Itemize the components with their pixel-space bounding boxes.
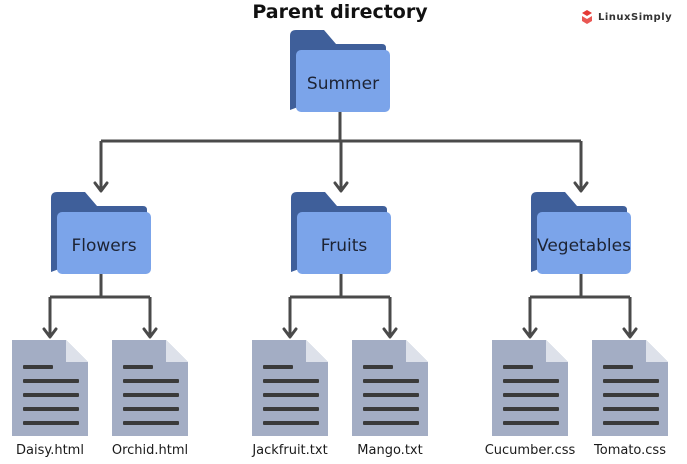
folder-icon [291, 192, 391, 274]
file-item[interactable]: Orchid.html [112, 340, 188, 458]
logo-text: LinuxSimply [598, 11, 673, 23]
file-icon [112, 340, 188, 436]
folder-label: Fruits [321, 236, 368, 256]
arrow-head [382, 327, 398, 339]
folder-vegetables[interactable]: Vegetables [531, 192, 631, 274]
connectors [42, 112, 638, 339]
brand-logo: LinuxSimply [580, 9, 672, 25]
file-label: Mango.txt [357, 443, 422, 458]
file-label: Tomato.css [593, 443, 666, 458]
file-item[interactable]: Jackfruit.txt [251, 340, 328, 458]
file-icon [352, 340, 428, 436]
folder-label: Vegetables [537, 236, 631, 256]
file-label: Jackfruit.txt [251, 443, 327, 458]
folder-label: Summer [307, 74, 379, 94]
arrow-head [42, 327, 58, 339]
folder-summer[interactable]: Summer [290, 30, 390, 112]
file-icon [592, 340, 668, 436]
file-item[interactable]: Daisy.html [12, 340, 88, 458]
folder-label: Flowers [71, 236, 136, 256]
arrow-head [282, 327, 298, 339]
file-item[interactable]: Tomato.css [592, 340, 668, 458]
arrow-head [622, 327, 638, 339]
diagram-title: Parent directory [252, 1, 428, 23]
file-item[interactable]: Mango.txt [352, 340, 428, 458]
arrow-head [142, 327, 158, 339]
file-icon [492, 340, 568, 436]
file-icon [252, 340, 328, 436]
folder-flowers[interactable]: Flowers [51, 192, 151, 274]
file-label: Orchid.html [112, 443, 188, 458]
linuxsimply-logo-icon [582, 10, 592, 24]
file-item[interactable]: Cucumber.css [485, 340, 576, 458]
file-label: Daisy.html [16, 443, 84, 458]
arrow-head [333, 181, 349, 193]
folder-icon [51, 192, 151, 274]
folder-icon [290, 30, 390, 112]
folder-icon [531, 192, 631, 274]
arrow-head [573, 181, 589, 193]
arrow-head [522, 327, 538, 339]
file-label: Cucumber.css [485, 443, 576, 458]
arrow-head [93, 181, 109, 193]
folder-fruits[interactable]: Fruits [291, 192, 391, 274]
file-icon [12, 340, 88, 436]
